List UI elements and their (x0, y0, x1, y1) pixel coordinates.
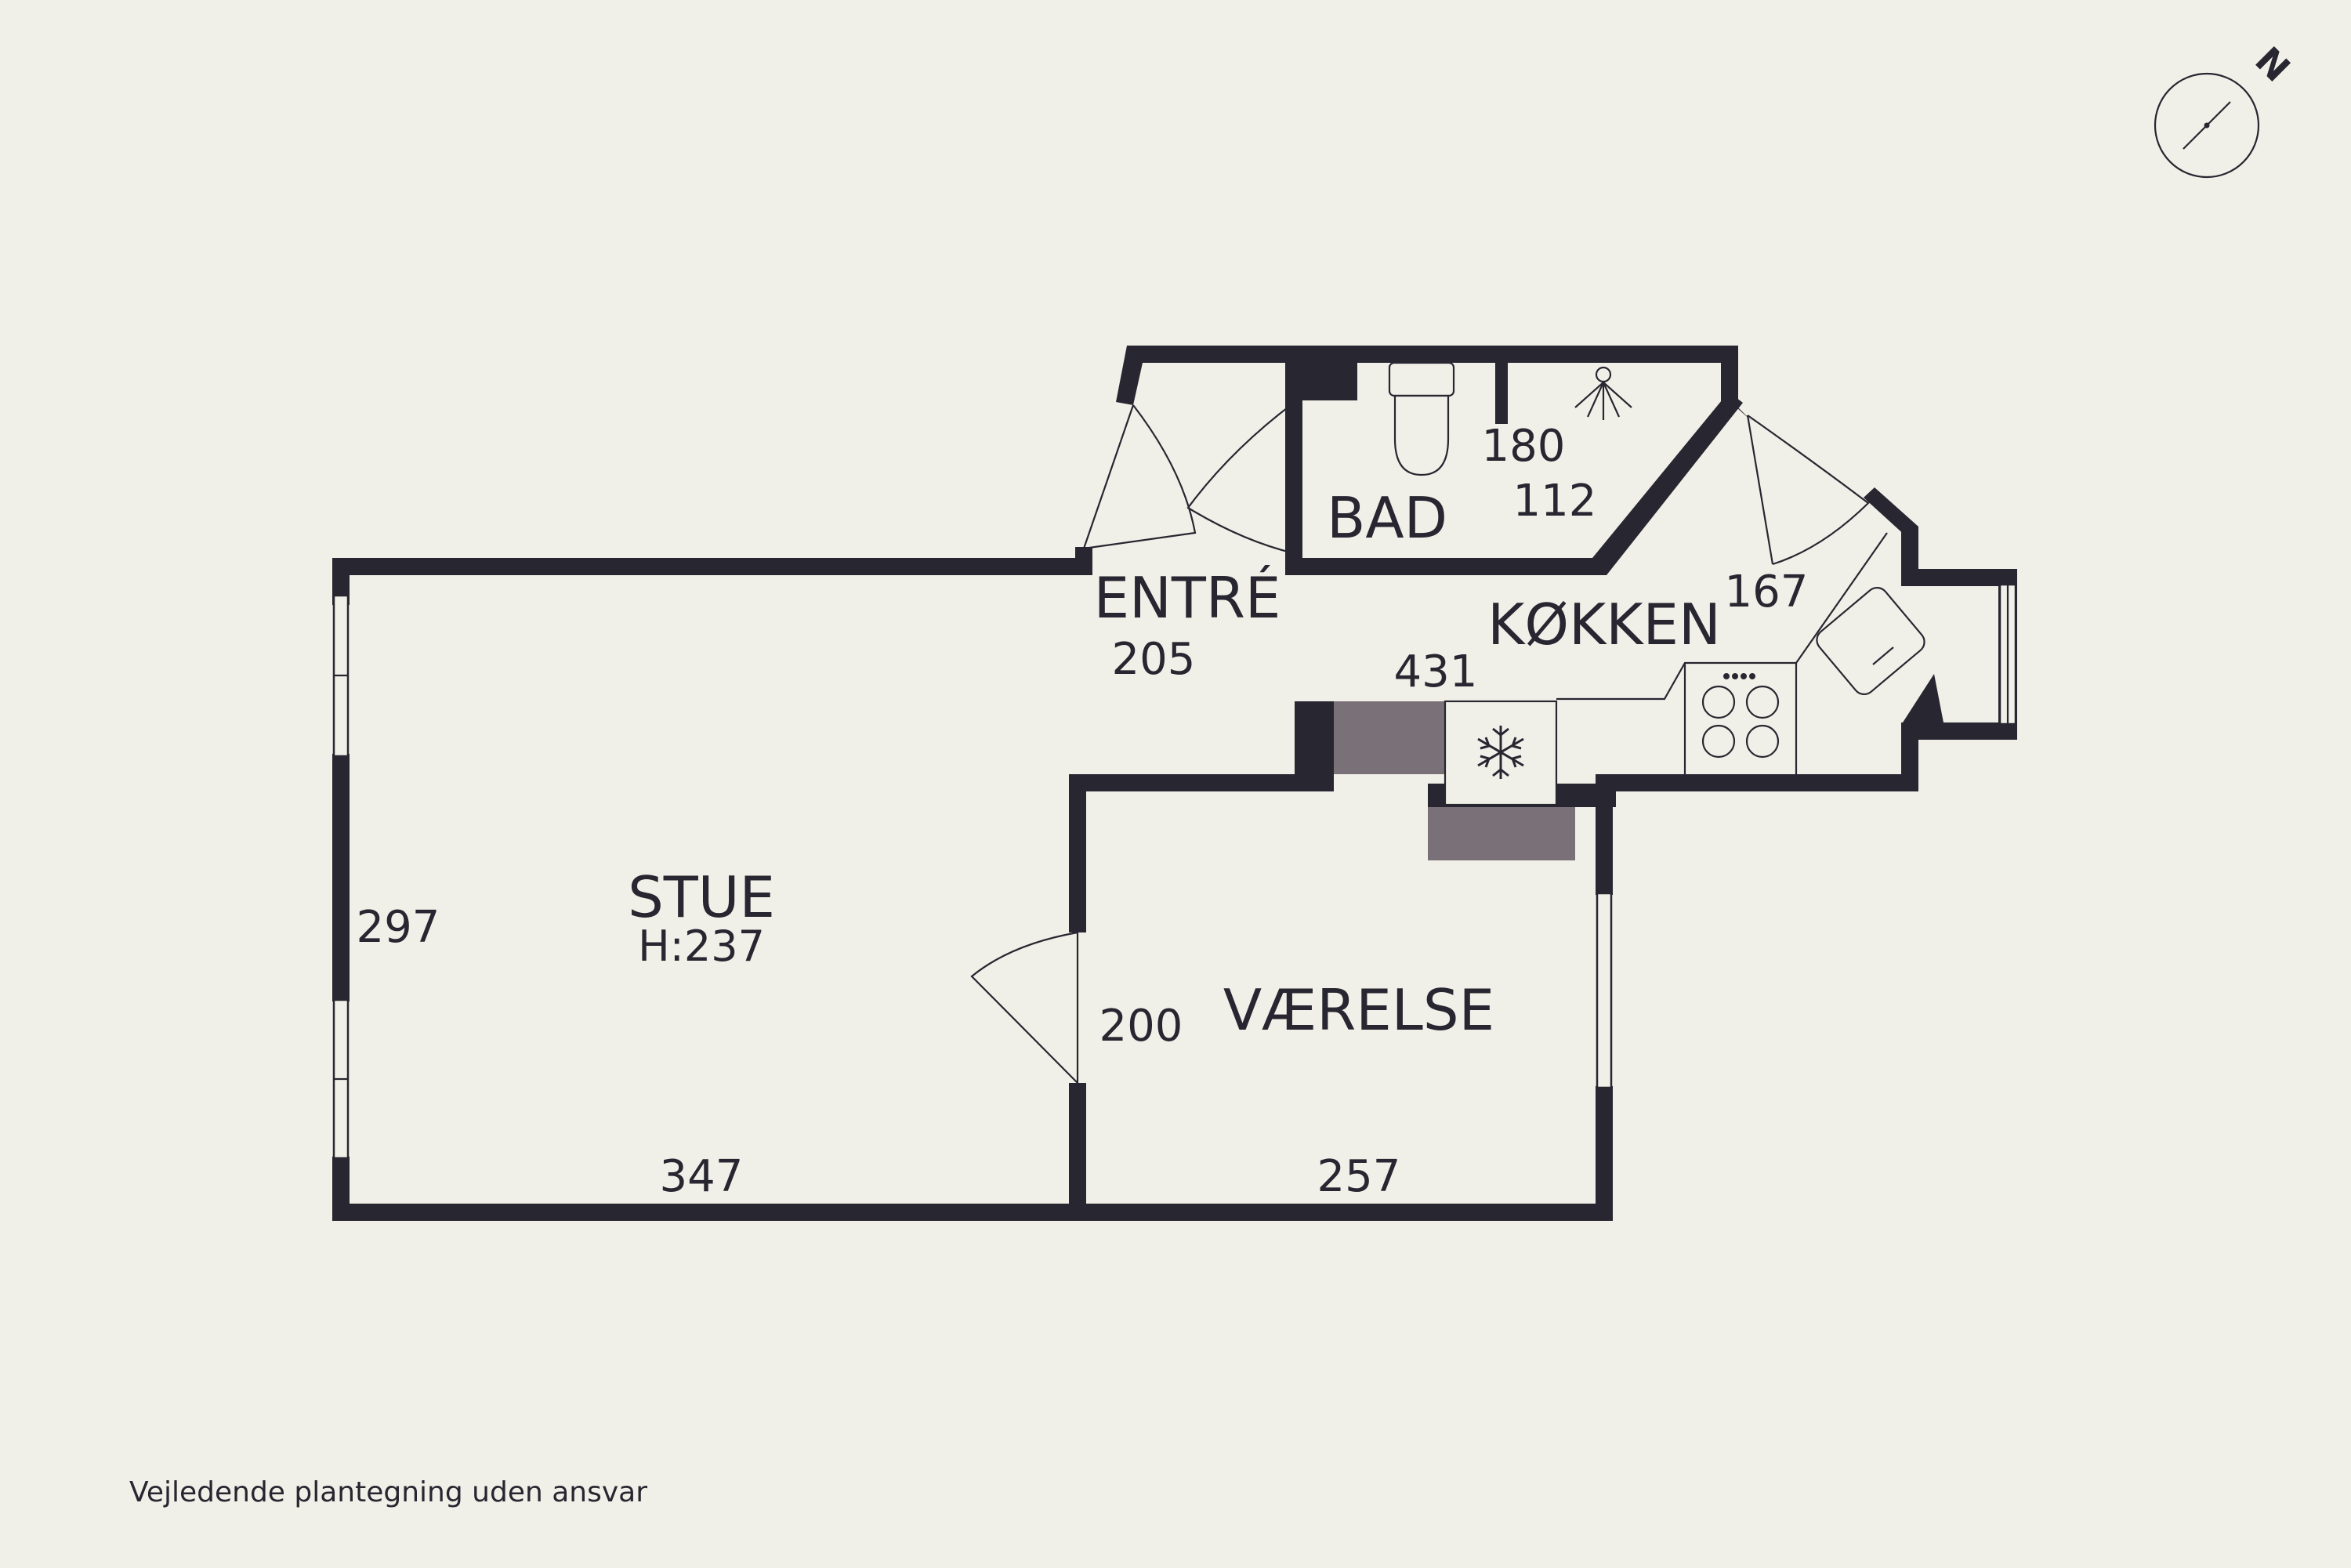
doors (970, 402, 1870, 1084)
dim-entre: 205 (1112, 634, 1196, 685)
room-name-vaerelse: VÆRELSE (1223, 977, 1494, 1043)
kitchen-door (1746, 415, 1870, 566)
room-kokken: KØKKEN 167 431 (1394, 567, 1809, 697)
dim-kokken-b: 431 (1394, 646, 1478, 697)
windows (332, 583, 2017, 1160)
entrance-door (1082, 404, 1197, 550)
dim-bad-a: 180 (1482, 421, 1566, 472)
dim-bad-b: 112 (1513, 476, 1597, 527)
window-kokken (1998, 583, 2017, 726)
window-vaerelse (1596, 892, 1613, 1089)
dim-stue-width: 347 (660, 1151, 744, 1202)
room-height-stue: H:237 (638, 922, 765, 971)
compass-icon: N (2154, 38, 2298, 179)
room-name-bad: BAD (1327, 485, 1447, 551)
kitchen-sink (1816, 586, 1925, 696)
room-stue: STUE H:237 347 297 (357, 864, 775, 1202)
cabinet-below (1428, 807, 1575, 860)
toilet (1388, 361, 1455, 476)
compass-north-label: N (2247, 38, 2298, 89)
dim-stue-depth: 297 (357, 902, 440, 953)
stove (1701, 673, 1780, 759)
bath-door (1186, 402, 1295, 555)
kitchen-cabinet (1334, 701, 1445, 774)
room-bad: BAD 180 112 (1327, 421, 1596, 551)
walls (332, 346, 2017, 1221)
kitchen-counter (1556, 532, 1888, 774)
disclaimer-text: Vejledende plantegning uden ansvar (129, 1476, 647, 1508)
room-vaerelse: VÆRELSE 257 200 (1099, 977, 1495, 1202)
room-name-stue: STUE (628, 864, 775, 930)
shower-head-icon (1574, 366, 1632, 420)
room-entre: ENTRÉ 205 (1094, 565, 1281, 685)
room-name-entre: ENTRÉ (1094, 565, 1281, 631)
room-name-kokken: KØKKEN (1487, 592, 1721, 657)
dim-vaerelse-depth: 200 (1099, 1001, 1183, 1052)
dim-kokken-a: 167 (1725, 567, 1809, 617)
window-stue-upper (332, 594, 350, 758)
snowflake-icon (1477, 726, 1524, 779)
fridge (1444, 700, 1558, 806)
window-stue-lower (332, 998, 350, 1160)
vaerelse-door (970, 931, 1079, 1084)
dim-vaerelse-width: 257 (1317, 1151, 1401, 1202)
